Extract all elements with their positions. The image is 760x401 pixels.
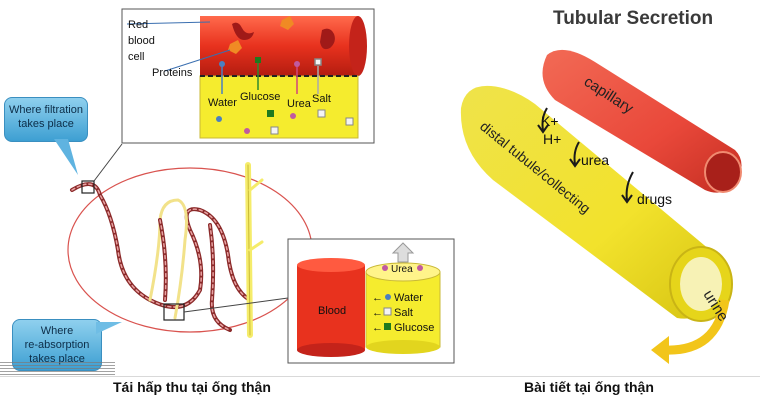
reabsorption-diagram: Red blood cell Proteins Water Glucose Ur… <box>67 8 455 364</box>
reabsorption-caption: Tái hấp thu tại ống thận <box>113 379 271 395</box>
proteins-label: Proteins <box>152 67 193 79</box>
rbc-label-line3: cell <box>128 51 145 63</box>
salt-label: Salt <box>312 93 331 105</box>
connector-line <box>93 143 123 182</box>
caption-bar <box>0 376 760 401</box>
urine-arrow <box>664 299 730 355</box>
reabsorption-callout-line1: Where <box>40 325 74 337</box>
urea-secretion-label: urea <box>581 152 609 168</box>
water-particle <box>385 294 391 300</box>
secretion-diagram: Tubular Secretion capillary K+ H+ urea d… <box>460 8 742 364</box>
blood-label: Blood <box>318 305 346 317</box>
tubule-lumen <box>680 257 722 311</box>
salt-particle <box>270 126 279 135</box>
reabsorption-callout-line2: re-absorption <box>24 339 90 351</box>
blood-vessel <box>200 16 358 76</box>
filtration-callout-line2: takes place <box>18 118 74 130</box>
urea-particle <box>244 128 250 134</box>
urea-label: Urea <box>287 98 312 110</box>
salt-particle <box>317 109 326 118</box>
drugs-label: drugs <box>637 191 672 207</box>
nephron-oval <box>67 167 313 333</box>
salt-particle <box>383 307 392 316</box>
water-label: Water <box>208 97 237 109</box>
salt-particle <box>345 117 354 126</box>
decorative-stripes <box>0 362 115 378</box>
filtration-marker <box>81 180 95 194</box>
potassium-label: K+ <box>541 113 559 129</box>
salt-return-label: Salt <box>394 307 413 319</box>
red-blood-cell <box>320 28 335 50</box>
filtration-arrows <box>219 57 322 94</box>
urea-particle <box>290 113 296 119</box>
glucose-label: Glucose <box>240 91 280 103</box>
water-return-arrow: ← <box>372 292 383 304</box>
water-return-label: Water <box>394 292 423 304</box>
secretion-arrows <box>537 107 634 204</box>
nephron-tubules <box>70 162 264 338</box>
rbc-label-line2: blood <box>128 35 155 47</box>
capillary-tube <box>542 49 742 193</box>
tubule-tube <box>460 85 721 319</box>
capillary-opening <box>704 151 742 193</box>
glucose-return-arrow: ← <box>372 322 383 334</box>
filtration-callout-line1: Where filtration <box>9 104 83 116</box>
blood-cylinder-bottom <box>297 343 365 357</box>
secretion-panel: Tubular Secretion capillary K+ H+ urea d… <box>455 0 760 376</box>
filtration-inset: Red blood cell Proteins Water Glucose Ur… <box>121 8 375 144</box>
urea-particle <box>417 265 423 271</box>
protein-particle <box>228 40 242 54</box>
secretion-caption: Bài tiết tại ống thận <box>524 379 654 395</box>
urea-particle <box>382 265 388 271</box>
protein-particle <box>280 16 294 30</box>
tubule-cylinder-bottom <box>366 340 440 354</box>
urine-arrow-head <box>651 336 669 364</box>
salt-return-arrow: ← <box>372 307 383 319</box>
urea-exit-arrow <box>391 242 415 263</box>
rbc-label-line1: Red <box>128 19 148 31</box>
tubule-chamber <box>199 75 359 139</box>
blood-cylinder <box>297 265 365 350</box>
reabsorption-inset: Blood Urea ← Water ← Salt ← Glucose <box>287 238 455 364</box>
glucose-particle <box>384 323 391 330</box>
proteins-pointer <box>164 49 231 72</box>
connector-line <box>183 297 289 313</box>
red-blood-cell <box>232 22 254 40</box>
reabsorption-panel: Red blood cell Proteins Water Glucose Ur… <box>0 8 455 378</box>
water-particle <box>216 116 222 122</box>
urea-exit-label: Urea <box>391 264 413 275</box>
secretion-title: Tubular Secretion <box>553 8 713 29</box>
blood-cylinder-top <box>297 258 365 272</box>
glucose-particle <box>267 110 274 117</box>
hydrogen-label: H+ <box>543 131 561 147</box>
rbc-pointer <box>126 21 211 25</box>
filtration-callout-tail <box>54 139 78 175</box>
reabsorption-callout-tail <box>96 322 122 334</box>
vessel-end <box>349 16 367 76</box>
filtration-callout: Where filtration takes place <box>4 97 88 142</box>
glucose-return-label: Glucose <box>394 322 434 334</box>
